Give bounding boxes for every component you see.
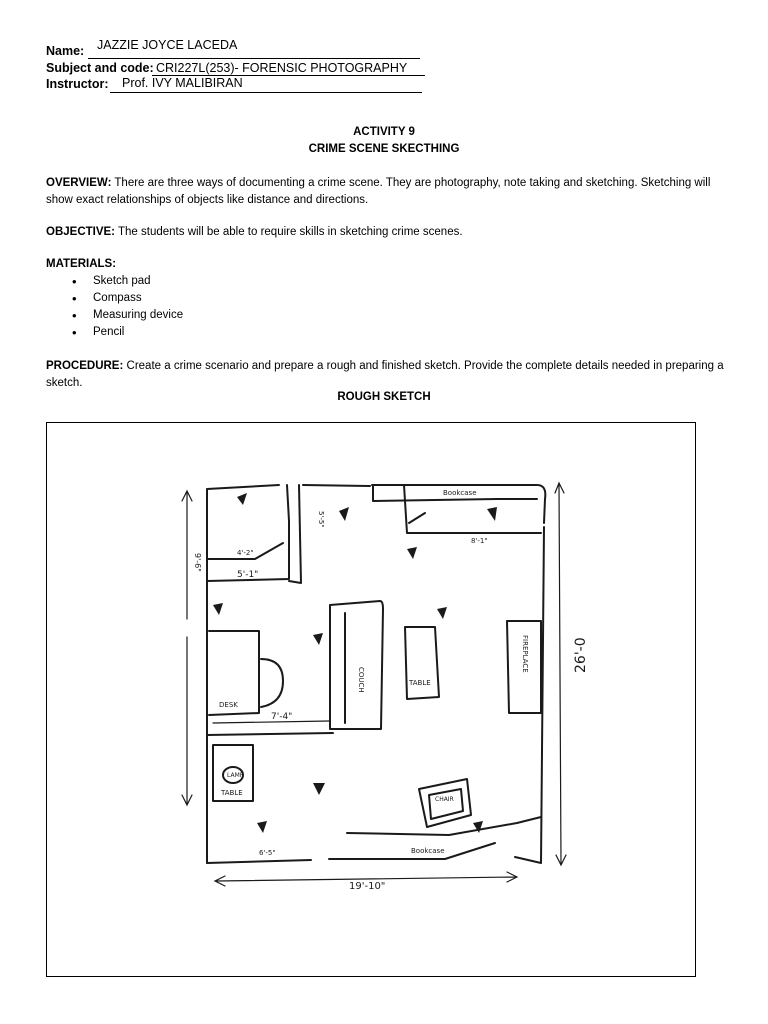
room-wall <box>206 858 348 864</box>
sketch-frame: Bookcase Bookcase FIREPLACE DESK COUCH T… <box>46 422 696 977</box>
room-wall <box>206 484 547 864</box>
left-table <box>212 744 254 802</box>
desk <box>208 630 260 716</box>
evidence-marker <box>257 821 267 833</box>
top-bookcase <box>372 484 538 502</box>
name-value: JAZZIE JOYCE LACEDA <box>97 38 238 52</box>
instructor-label: Instructor: <box>46 77 109 91</box>
desk-chair <box>260 658 284 708</box>
evidence-marker <box>487 507 497 521</box>
subject-value: CRI227L(253)- FORENSIC PHOTOGRAPHY <box>156 61 408 75</box>
evidence-marker <box>213 603 223 615</box>
subject-label: Subject and code: <box>46 61 154 75</box>
overview-label: OVERVIEW: <box>46 177 112 189</box>
objective-label: OBJECTIVE: <box>46 226 116 238</box>
procedure-text: Create a crime scenario and prepare a ro… <box>46 360 724 389</box>
activity-title: ACTIVITY 9 <box>353 126 415 138</box>
overview-paragraph: OVERVIEW: There are three ways of docume… <box>46 175 736 209</box>
dim-5-1-label: 5'-1" <box>237 570 258 580</box>
dim-left-label: 9'-6" <box>193 553 202 572</box>
dim-line-left <box>181 489 193 807</box>
dim-line-bottom <box>213 871 519 887</box>
materials-list: Sketch pad Compass Measuring device Penc… <box>72 273 183 341</box>
bottom-bookcase <box>346 842 496 860</box>
center-table <box>404 626 440 700</box>
evidence-marker <box>339 507 349 521</box>
objective-text: The students will be able to require ski… <box>118 226 463 238</box>
right-closet <box>403 484 542 534</box>
evidence-marker <box>313 783 325 795</box>
overview-text: There are three ways of documenting a cr… <box>46 177 711 206</box>
name-label: Name: <box>46 44 85 58</box>
dim-7-4-label: 7'-4" <box>271 712 292 722</box>
list-item: Measuring device <box>72 307 183 324</box>
dim-right-label: 26'-0 <box>573 637 589 673</box>
evidence-marker <box>313 633 323 645</box>
interior-wall <box>288 484 302 584</box>
desk-label: DESK <box>219 701 238 709</box>
list-item: Pencil <box>72 324 183 341</box>
dim-bottom-label: 19'-10" <box>349 881 385 892</box>
dim-6-5-label: 6'-5" <box>259 849 276 857</box>
list-item: Compass <box>72 290 183 307</box>
rough-sketch-heading: ROUGH SKETCH <box>337 391 431 403</box>
dim-8-1-label: 8'-1" <box>471 537 488 545</box>
room-wall <box>514 526 545 864</box>
top-bookcase-label: Bookcase <box>443 489 477 497</box>
evidence-marker <box>437 607 447 619</box>
topic-title: CRIME SCENE SKECTHING <box>308 143 460 155</box>
evidence-marker <box>473 821 483 833</box>
dim-line-desk <box>212 720 330 724</box>
materials-heading: MATERIALS: <box>46 258 117 270</box>
interior-wall <box>206 732 334 736</box>
procedure-label: PROCEDURE: <box>46 360 124 372</box>
center-table-label: TABLE <box>408 679 431 687</box>
fireplace-label: FIREPLACE <box>521 635 529 673</box>
evidence-markers <box>213 493 497 833</box>
bottom-bookcase <box>346 816 542 836</box>
materials-label: MATERIALS: <box>46 256 736 273</box>
instructor-value: Prof. IVY MALIBIRAN <box>122 76 243 90</box>
chair-label: CHAIR <box>435 796 454 803</box>
left-table-label: TABLE <box>220 789 243 797</box>
bottom-bookcase-label: Bookcase <box>411 847 445 855</box>
dim-4-2-label: 4'-2" <box>237 549 254 557</box>
dim-line-right <box>554 481 567 867</box>
lamp-label: LAMP <box>227 772 244 779</box>
procedure-paragraph: PROCEDURE: Create a crime scenario and p… <box>46 358 736 392</box>
instructor-underline <box>110 92 422 93</box>
left-closet <box>206 484 290 582</box>
chair <box>418 778 472 828</box>
rough-sketch-drawing: Bookcase Bookcase FIREPLACE DESK COUCH T… <box>181 481 589 892</box>
list-item: Sketch pad <box>72 273 183 290</box>
evidence-marker <box>237 493 247 505</box>
evidence-marker <box>407 547 417 559</box>
fireplace <box>506 620 542 714</box>
objective-paragraph: OBJECTIVE: The students will be able to … <box>46 224 736 241</box>
name-underline <box>88 58 420 59</box>
couch <box>329 600 384 730</box>
couch-label: COUCH <box>357 667 365 693</box>
lamp <box>222 766 244 784</box>
dim-5-5-label: 5'-5" <box>317 511 325 528</box>
subject-underline <box>152 75 425 76</box>
